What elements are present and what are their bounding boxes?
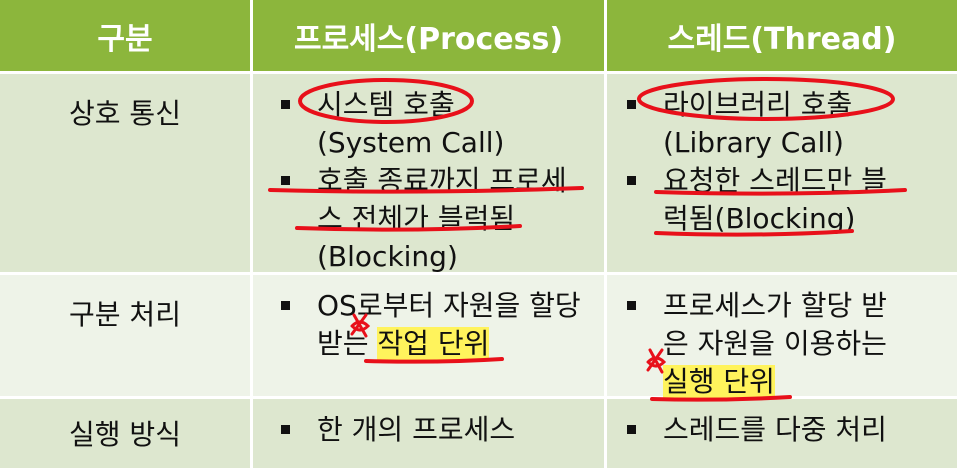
bullet-icon — [281, 301, 290, 310]
row-label-cell: 구분 처리 — [0, 275, 253, 399]
row-label: 상호 통신 — [69, 97, 181, 130]
bullet-icon — [281, 100, 290, 109]
bullet-list: 한 개의 프로세스 — [281, 411, 594, 449]
process-cell: 한 개의 프로세스 — [253, 399, 607, 471]
header-process: 프로세스(Process) — [253, 0, 607, 74]
highlighted-term: 실행 단위 — [663, 365, 775, 398]
thread-cell: 프로세스가 할당 받 은 자원을 이용하는 실행 단위 — [607, 275, 957, 399]
bullet-list: 스레드를 다중 처리 — [627, 411, 947, 449]
header-row: 구분 프로세스(Process) 스레드(Thread) — [0, 0, 957, 74]
process-cell: OS로부터 자원을 할당 받는 작업 단위 — [253, 275, 607, 399]
row-label: 구분 처리 — [69, 298, 181, 331]
bullet-icon — [627, 301, 636, 310]
thread-cell: 라이브러리 호출 (Library Call) 요청한 스레드만 블 럭됨(Bl… — [607, 74, 957, 275]
bullet-list: OS로부터 자원을 할당 받는 작업 단위 — [281, 287, 594, 363]
bullet-item: OS로부터 자원을 할당 받는 작업 단위 — [281, 287, 594, 363]
bullet-item: 라이브러리 호출 (Library Call) — [627, 86, 947, 162]
row-execution: 실행 방식 한 개의 프로세스 스레드를 다중 처리 — [0, 399, 957, 471]
bullet-list: 프로세스가 할당 받 은 자원을 이용하는 실행 단위 — [627, 287, 947, 401]
bullet-list: 라이브러리 호출 (Library Call) 요청한 스레드만 블 럭됨(Bl… — [627, 86, 947, 238]
bullet-item: 요청한 스레드만 블 럭됨(Blocking) — [627, 162, 947, 238]
bullet-item: 시스템 호출 (System Call) — [281, 86, 594, 162]
process-cell: 시스템 호출 (System Call) 호출 종료까지 프로세 스 전체가 블… — [253, 74, 607, 275]
bullet-list: 시스템 호출 (System Call) 호출 종료까지 프로세 스 전체가 블… — [281, 86, 594, 276]
bullet-item: 스레드를 다중 처리 — [627, 411, 947, 449]
row-processing: 구분 처리 OS로부터 자원을 할당 받는 작업 단위 프로세스가 할당 받 은… — [0, 275, 957, 399]
row-label-cell: 실행 방식 — [0, 399, 253, 471]
bullet-icon — [627, 425, 636, 434]
highlighted-term: 작업 단위 — [377, 327, 490, 360]
row-label: 실행 방식 — [69, 418, 181, 451]
bullet-icon — [627, 176, 636, 185]
bullet-icon — [281, 176, 290, 185]
row-communication: 상호 통신 시스템 호출 (System Call) 호출 종료까지 프로세 스… — [0, 74, 957, 275]
header-thread: 스레드(Thread) — [607, 0, 957, 74]
bullet-icon — [627, 100, 636, 109]
row-label-cell: 상호 통신 — [0, 74, 253, 275]
bullet-icon — [281, 425, 290, 434]
bullet-item: 호출 종료까지 프로세 스 전체가 블럭됨 (Blocking) — [281, 162, 594, 276]
header-category: 구분 — [0, 0, 253, 74]
bullet-item: 프로세스가 할당 받 은 자원을 이용하는 실행 단위 — [627, 287, 947, 401]
thread-cell: 스레드를 다중 처리 — [607, 399, 957, 471]
bullet-item: 한 개의 프로세스 — [281, 411, 594, 449]
